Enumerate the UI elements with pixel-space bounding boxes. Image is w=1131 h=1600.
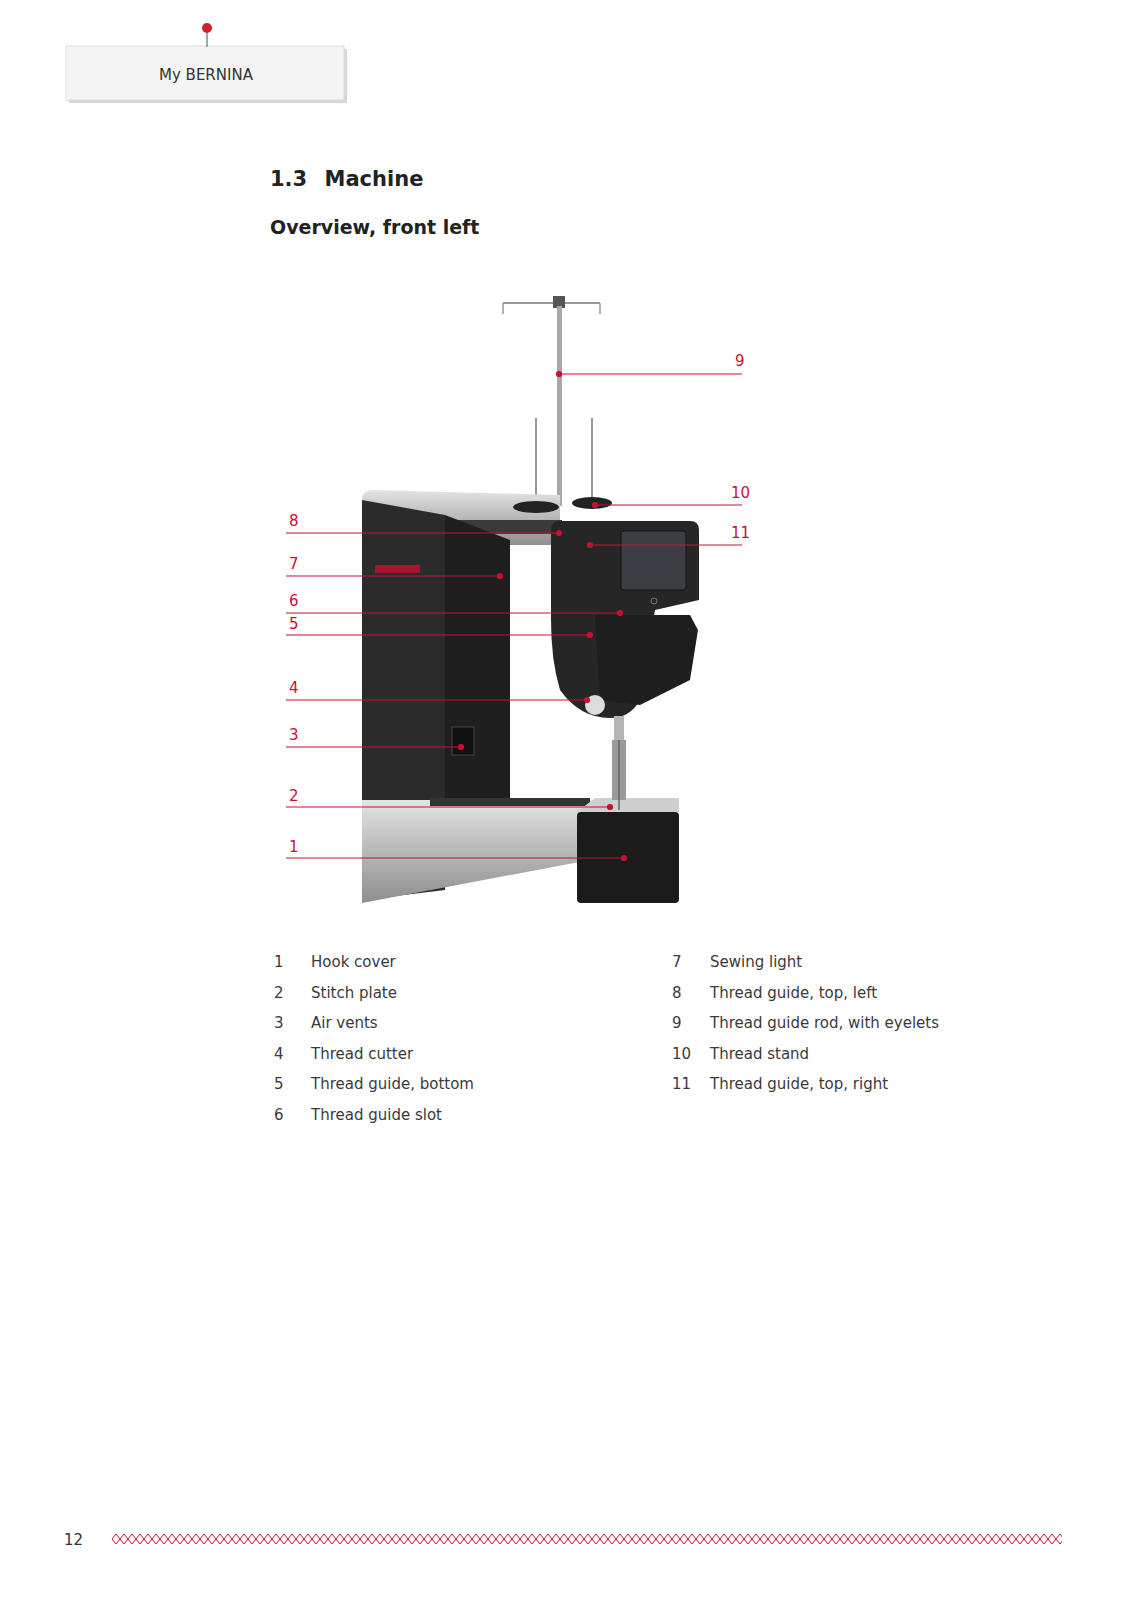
part-name: Thread guide, top, right: [710, 1075, 888, 1093]
legend-number: 2: [274, 984, 284, 1002]
callout-number: 6: [289, 592, 299, 610]
legend-number: 4: [274, 1045, 284, 1063]
legend-number: 1: [274, 953, 284, 971]
callout-number: 2: [289, 787, 299, 805]
header-tab: My BERNINA: [159, 66, 253, 84]
legend-number: 8: [672, 984, 682, 1002]
legend-number: 6: [274, 1106, 284, 1124]
callout-number: 8: [289, 512, 299, 530]
part-name: Hook cover: [311, 953, 396, 971]
callout-number: 4: [289, 679, 299, 697]
callout-number: 3: [289, 726, 299, 744]
section-title: 1.3 Machine: [270, 166, 423, 192]
section-subtitle: Overview, front left: [270, 215, 479, 239]
legend-number: 3: [274, 1014, 284, 1032]
part-name: Stitch plate: [311, 984, 397, 1002]
callout-number: 9: [735, 352, 745, 370]
legend-number: 5: [274, 1075, 284, 1093]
part-name: Air vents: [311, 1014, 378, 1032]
legend-number: 11: [672, 1075, 691, 1093]
callout-number: 11: [731, 524, 750, 542]
part-name: Thread guide, bottom: [311, 1075, 474, 1093]
legend-number: 9: [672, 1014, 682, 1032]
part-name: Thread guide rod, with eyelets: [710, 1014, 939, 1032]
callout-number: 5: [289, 615, 299, 633]
part-name: Thread stand: [710, 1045, 809, 1063]
part-name: Thread cutter: [311, 1045, 413, 1063]
callout-number: 7: [289, 555, 299, 573]
part-name: Thread guide slot: [311, 1106, 442, 1124]
legend-number: 10: [672, 1045, 691, 1063]
part-name: Thread guide, top, left: [710, 984, 877, 1002]
callout-number: 1: [289, 838, 299, 856]
legend-number: 7: [672, 953, 682, 971]
part-name: Sewing light: [710, 953, 802, 971]
page-number: 12: [64, 1531, 83, 1549]
callout-number: 10: [731, 484, 750, 502]
